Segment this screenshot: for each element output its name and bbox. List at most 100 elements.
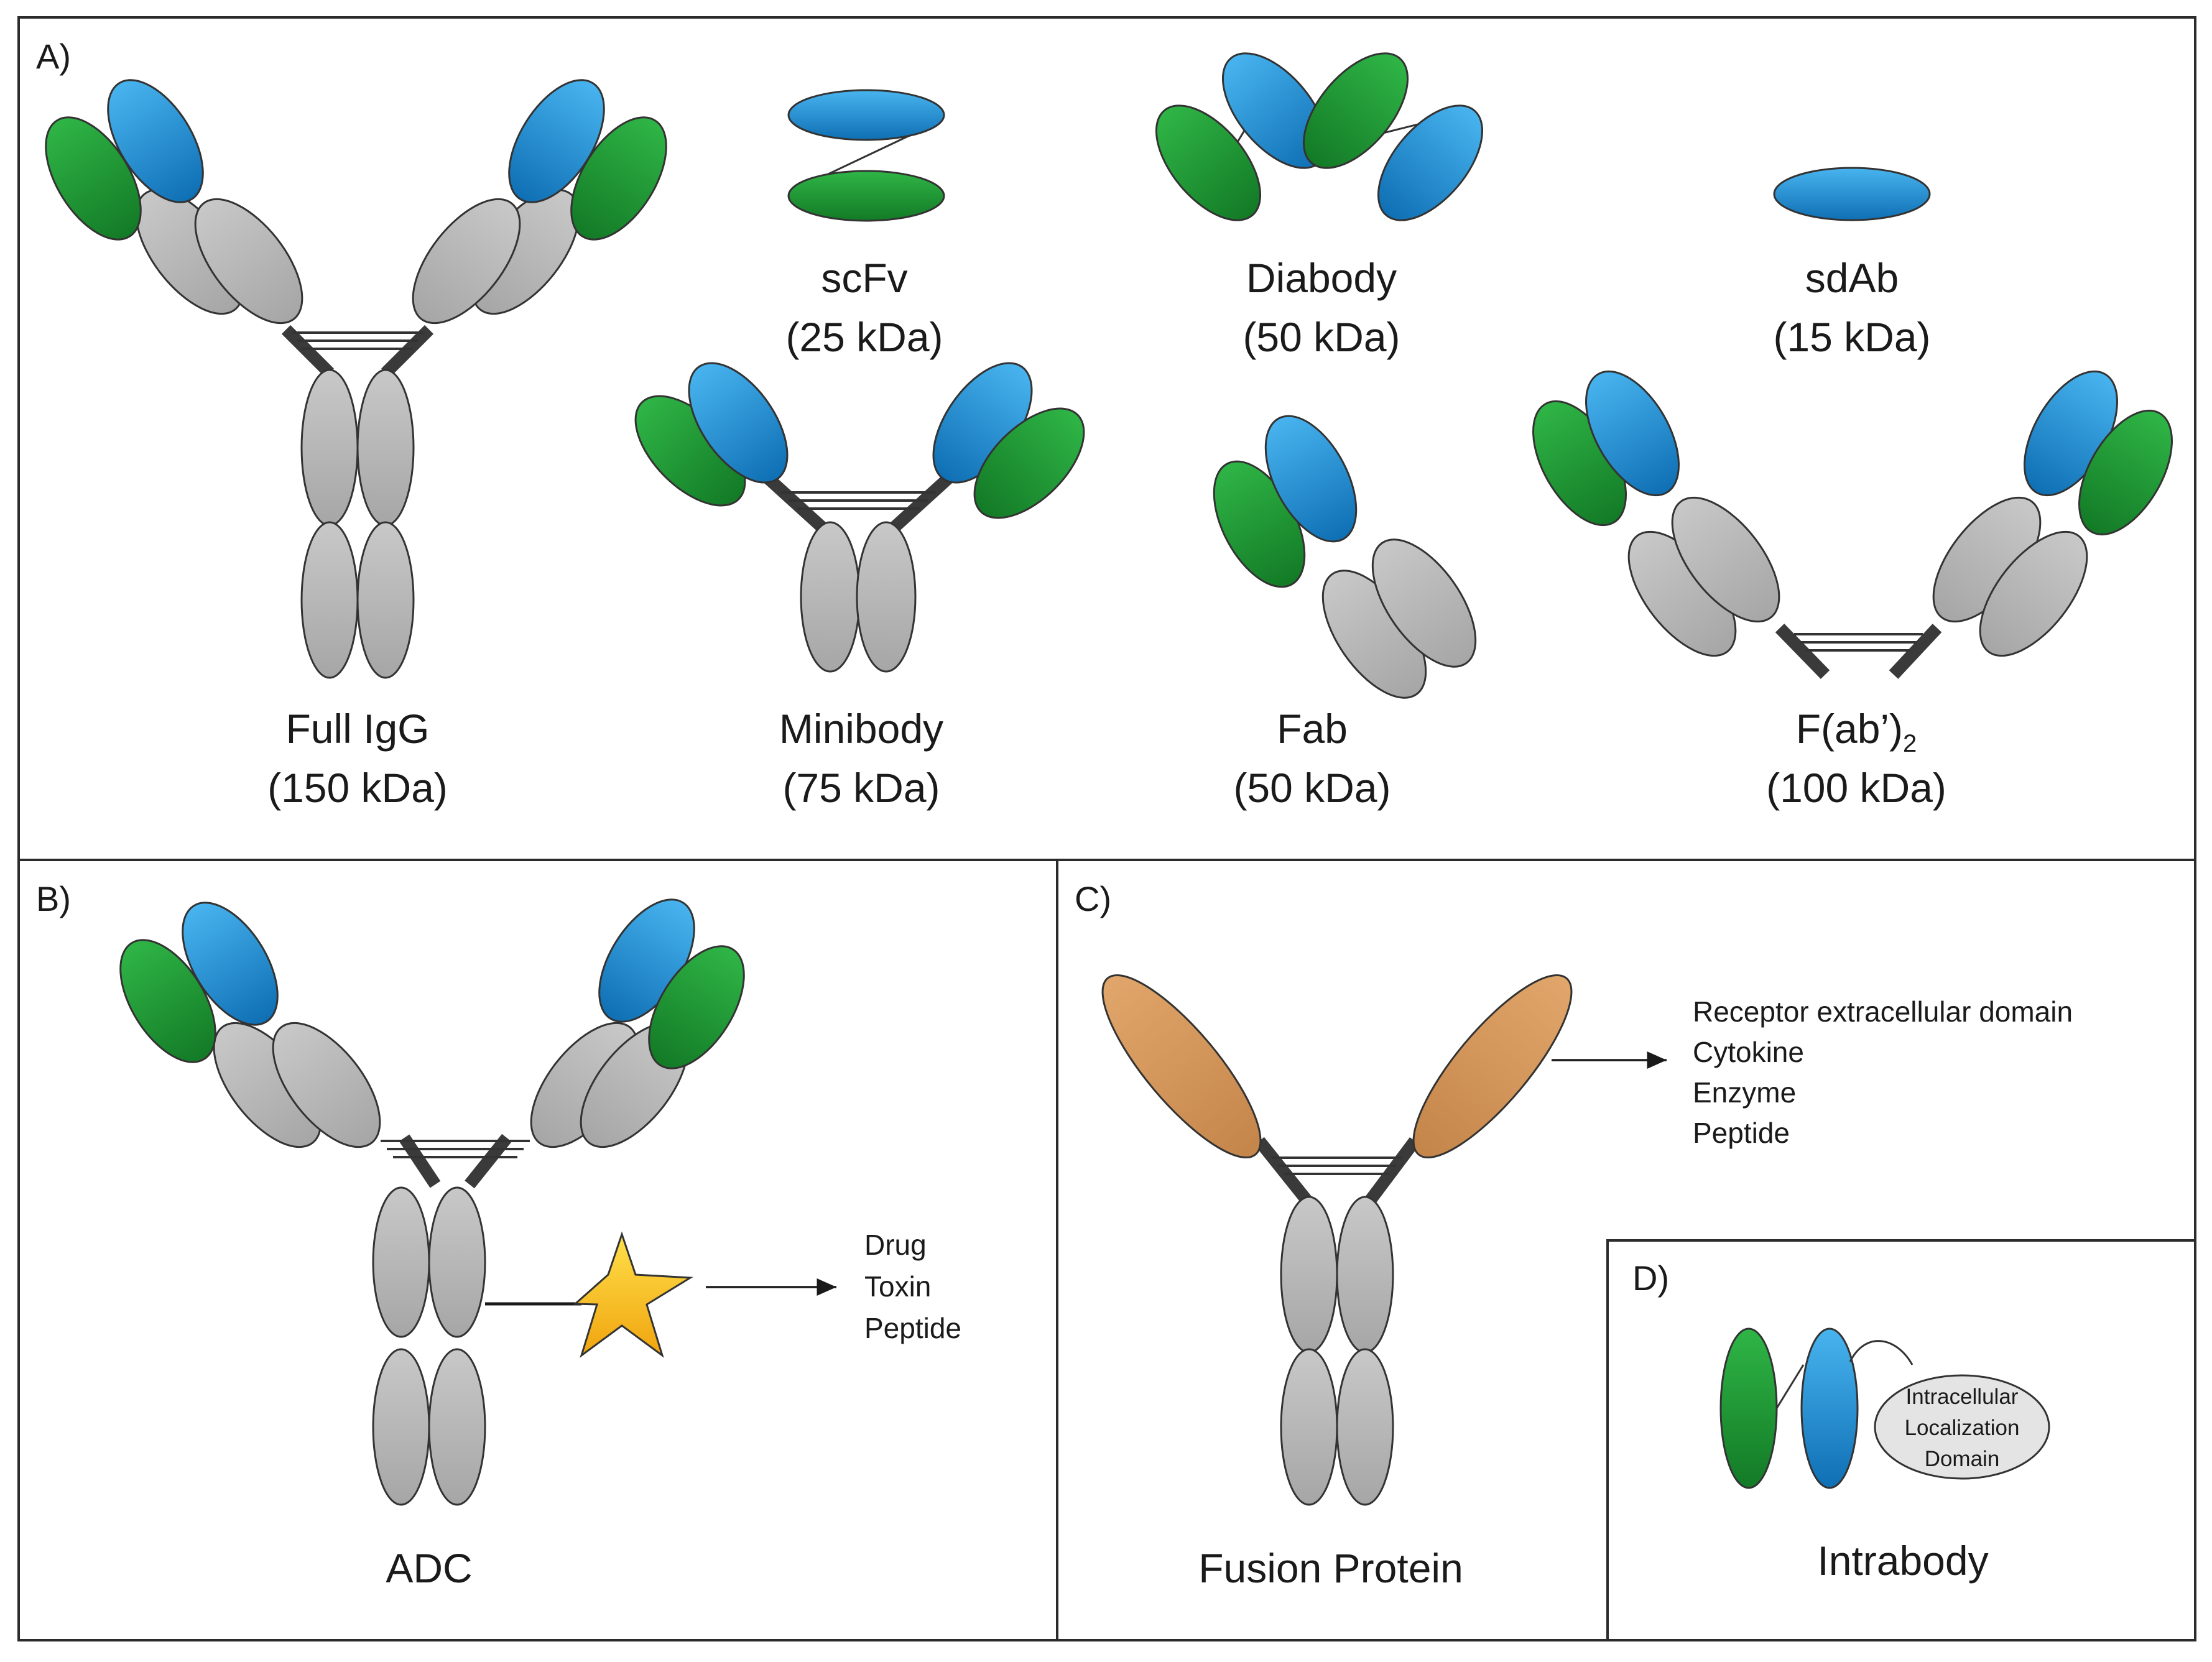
full-igg-vh-left (107, 79, 204, 203)
fusion-partner-enzyme: Enzyme (1693, 1076, 1796, 1109)
adc-payload-drug: Drug (864, 1229, 927, 1261)
adc-vh-left (182, 902, 279, 1026)
full-igg-ch3-right (356, 521, 415, 679)
minibody-hinge-right (882, 468, 959, 540)
intrabody-vh (1800, 1327, 1859, 1489)
sdab-domain (1773, 167, 1931, 221)
diabody-molecule (1155, 52, 1484, 221)
minibody-disulfide-bonds (780, 491, 936, 510)
intrabody-domain-line-1: Intracellular (1906, 1385, 2019, 1409)
scfv-label: scFv (821, 255, 907, 301)
adc-disulfide-bonds (381, 1140, 530, 1158)
fab2-label-main: F(ab’) (1796, 706, 1903, 752)
fab2-molecule (1532, 370, 2173, 679)
adc-cl-left (272, 1022, 381, 1148)
fab-vh (1264, 415, 1358, 543)
fab2-hinge-right (1889, 624, 1942, 679)
adc-payload-star (573, 1231, 693, 1358)
adc-ch3-left (372, 1348, 430, 1506)
fusion-partner-cytokine: Cytokine (1693, 1036, 1804, 1068)
fab2-label: F(ab’)2 (1796, 706, 1917, 757)
fusion-hinge-right (1363, 1137, 1420, 1207)
adc-ch2-left (372, 1186, 430, 1338)
full-igg-cl-left (194, 198, 303, 325)
fusion-ch3-right (1336, 1348, 1394, 1506)
full-igg-hinge-left (281, 325, 335, 378)
intrabody-molecule: Intracellular Localization Domain (1719, 1327, 2050, 1489)
minibody-ch3-right (856, 521, 917, 673)
scfv-vl (787, 170, 945, 222)
full-igg-vh-right (508, 79, 605, 203)
fab2-mass: (100 kDa) (1766, 765, 1946, 811)
scfv-molecule (787, 89, 945, 222)
fusion-partner-peptide: Peptide (1693, 1117, 1790, 1149)
intrabody-domain-line-3: Domain (1925, 1447, 2000, 1471)
fab2-cl-left (1671, 496, 1780, 623)
full-igg-mass: (150 kDa) (267, 765, 448, 811)
full-igg-molecule (45, 79, 667, 679)
panel-b-letter: B) (36, 879, 71, 918)
intrabody-localization-domain (1874, 1374, 2050, 1480)
minibody-mass: (75 kDa) (782, 765, 940, 811)
adc-molecule (119, 898, 745, 1506)
fab2-vh-left (1585, 370, 1680, 497)
full-igg-disulfide-bonds (292, 331, 423, 350)
fab2-label-subscript: 2 (1903, 730, 1917, 757)
minibody-hinge-left (757, 468, 835, 540)
diabody-label: Diabody (1246, 255, 1397, 301)
fusion-partner-right (1412, 974, 1573, 1159)
minibody-vl-right (973, 407, 1085, 519)
minibody-molecule (634, 362, 1085, 673)
adc-label: ADC (386, 1545, 472, 1591)
panel-d-letter: D) (1632, 1258, 1669, 1298)
full-igg-label: Full IgG (285, 706, 429, 752)
sdab-mass: (15 kDa) (1773, 314, 1930, 360)
fusion-partner-receptor: Receptor extracellular domain (1693, 995, 2073, 1028)
intrabody-vl (1719, 1327, 1778, 1489)
fab2-hinge-left (1775, 624, 1830, 679)
scfv-vh (787, 89, 945, 141)
full-igg-ch2-right (356, 369, 415, 527)
intrabody-label: Intrabody (1817, 1538, 1988, 1584)
fab2-disulfide-bonds (1794, 633, 1923, 652)
fusion-ch2-right (1336, 1196, 1394, 1354)
diabody-mass: (50 kDa) (1243, 314, 1400, 360)
intrabody-domain-line-2: Localization (1905, 1416, 2020, 1440)
fab2-vl-right (2078, 409, 2173, 536)
adc-ch3-right (428, 1348, 486, 1506)
adc-payload-peptide: Peptide (864, 1312, 961, 1344)
adc-hinge-right (465, 1133, 512, 1189)
scfv-mass: (25 kDa) (785, 314, 943, 360)
fusion-protein-label: Fusion Protein (1198, 1545, 1463, 1591)
fusion-protein-molecule (1101, 974, 1573, 1506)
panel-a-letter: A) (36, 37, 71, 76)
full-igg-ch3-left (300, 521, 359, 679)
fusion-hinge-left (1254, 1137, 1314, 1207)
minibody-ch3-left (800, 521, 861, 673)
adc-hinge-left (399, 1134, 441, 1188)
fusion-ch3-left (1280, 1348, 1338, 1506)
minibody-vh-left (688, 362, 789, 484)
diabody-vh-right (1377, 104, 1484, 221)
panel-c-letter: C) (1075, 879, 1111, 918)
diabody-vl-right (1302, 52, 1409, 169)
full-igg-cl-right (412, 198, 521, 325)
fusion-partner-left (1101, 974, 1262, 1159)
fab-molecule (1213, 415, 1477, 699)
fab-cl (1371, 538, 1477, 668)
adc-vl-right (648, 945, 745, 1069)
fab-mass: (50 kDa) (1233, 765, 1391, 811)
sdab-label: sdAb (1805, 255, 1899, 301)
fusion-ch2-left (1280, 1196, 1338, 1354)
intrabody-linker-domain (1849, 1340, 1914, 1365)
fusion-disulfide-bonds (1272, 1156, 1402, 1175)
full-igg-hinge-right (381, 325, 434, 378)
diabody-vl-left (1155, 104, 1262, 221)
fab2-ch1-right (1979, 530, 2088, 657)
full-igg-ch2-left (300, 369, 359, 527)
adc-ch2-right (428, 1186, 486, 1338)
minibody-label: Minibody (779, 706, 943, 752)
fab-label: Fab (1277, 706, 1348, 752)
